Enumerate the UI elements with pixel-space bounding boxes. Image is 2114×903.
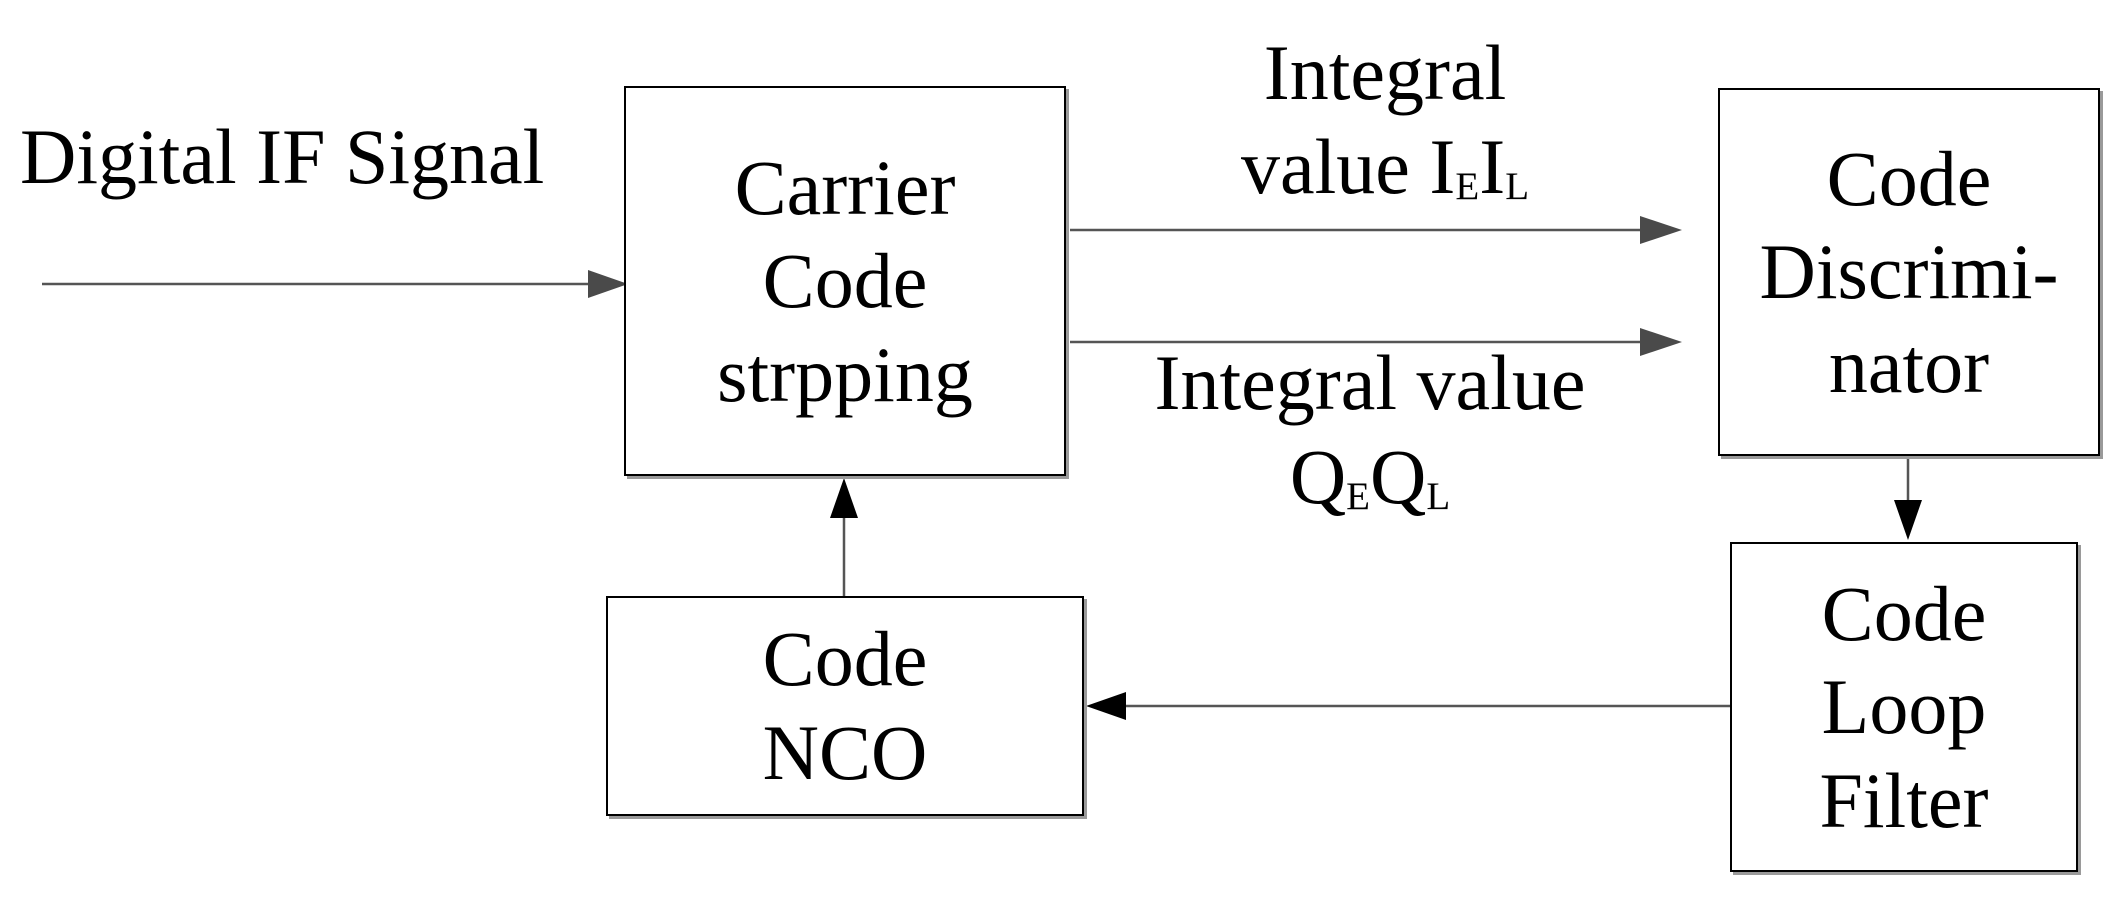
carrier-code-stripping-line-2: Code — [762, 237, 928, 325]
code-nco-line-1: Code — [762, 615, 928, 703]
input-signal-label: Digital IF Signal — [20, 113, 545, 200]
quadrature-integral-line-1: Integral value — [1154, 339, 1586, 426]
code-loop-filter-block: Code Loop Filter — [1730, 542, 2078, 872]
code-loop-filter-line-1: Code — [1821, 569, 1987, 657]
quadrature-integral-label: Integral value QEQL — [1120, 336, 1620, 523]
code-nco-line-2: NCO — [762, 709, 928, 796]
carrier-code-stripping-line-3: strpping — [717, 330, 973, 418]
in-phase-integral-label: Integral value IEIL — [1170, 26, 1600, 213]
quadrature-integral-line-2: QEQL — [1120, 430, 1620, 524]
in-phase-value-word: value — [1240, 122, 1430, 210]
filter-to-nco-arrowhead — [1086, 692, 1126, 720]
carrier-code-stripping-line-1: Carrier — [734, 143, 956, 231]
quadrature-late-symbol: QL — [1370, 432, 1451, 520]
code-loop-filter-line-3: Filter — [1819, 756, 1989, 844]
in-phase-arrowhead — [1640, 216, 1682, 244]
quadrature-early-symbol: QE — [1289, 432, 1370, 520]
code-discriminator-line-3: nator — [1828, 321, 1990, 409]
input-signal-arrowhead — [588, 270, 628, 298]
in-phase-integral-line-2: value IEIL — [1170, 120, 1600, 214]
code-loop-filter-line-2: Loop — [1821, 663, 1987, 751]
nco-to-stripping-arrowhead — [830, 478, 858, 518]
code-nco-block: Code NCO — [606, 596, 1084, 816]
in-phase-early-symbol: IE — [1429, 122, 1480, 210]
code-discriminator-line-2: Discrimi- — [1759, 228, 2059, 316]
code-discriminator-block: Code Discrimi- nator — [1718, 88, 2100, 456]
carrier-code-stripping-block: Carrier Code strpping — [624, 86, 1066, 476]
discriminator-to-filter-arrowhead — [1894, 500, 1922, 540]
quadrature-arrowhead — [1640, 328, 1682, 356]
in-phase-late-symbol: IL — [1479, 122, 1530, 210]
code-discriminator-line-1: Code — [1826, 134, 1992, 222]
in-phase-integral-line-1: Integral — [1263, 29, 1507, 116]
